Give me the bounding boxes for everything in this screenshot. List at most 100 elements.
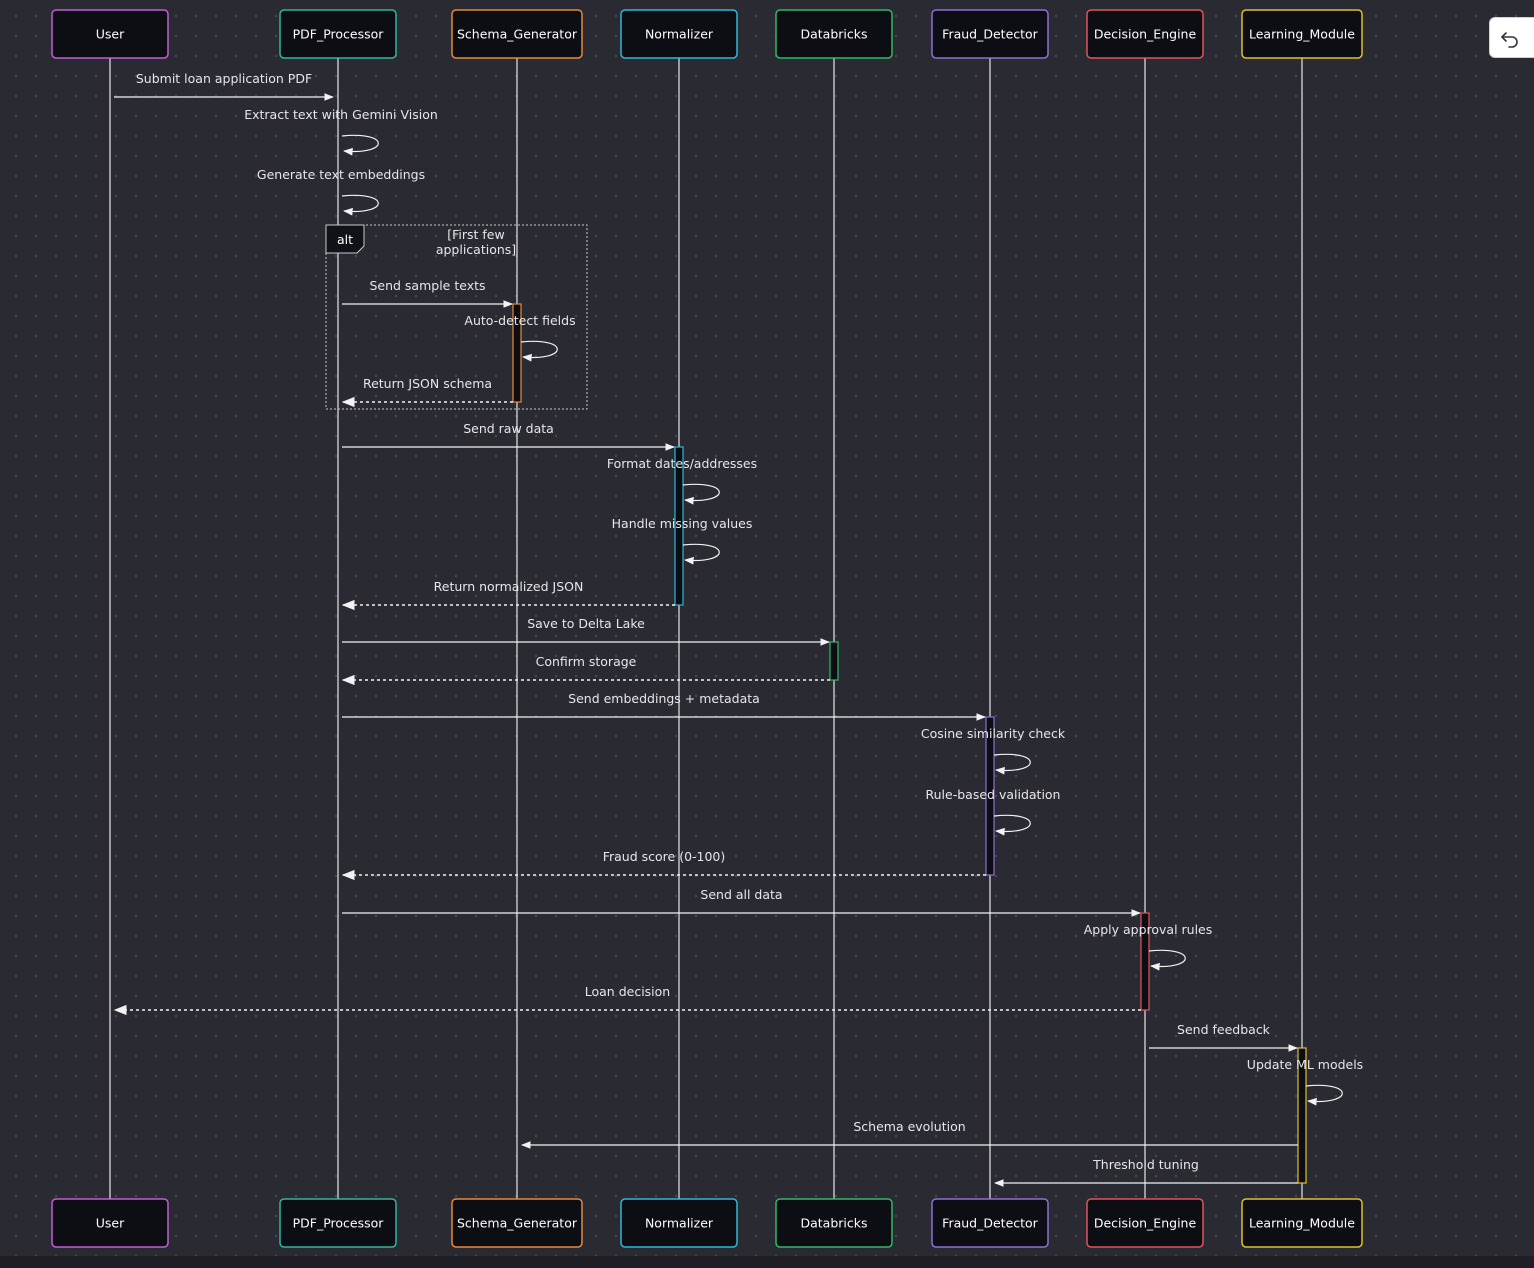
actor-box-norm-bottom[interactable]: Normalizer [620, 1198, 738, 1248]
actor-label: Fraud_Detector [942, 1216, 1039, 1231]
message-label: Submit loan application PDF [136, 71, 312, 86]
alt-tag-label: alt [337, 232, 353, 247]
actor-label: Normalizer [645, 27, 714, 42]
actor-box-fraud-top[interactable]: Fraud_Detector [931, 9, 1049, 59]
actor-label: User [96, 1216, 125, 1231]
message-22: Schema evolution [521, 1119, 1298, 1149]
message-label: Send sample texts [369, 278, 485, 293]
taskbar-strip [0, 1256, 1534, 1268]
self-message-arrow [682, 543, 720, 565]
message-label: Cosine similarity check [921, 726, 1066, 741]
message-label: Return normalized JSON [434, 579, 584, 594]
message-23: Threshold tuning [994, 1157, 1298, 1187]
message-label: Handle missing values [612, 516, 753, 531]
alt-frame-tag [325, 224, 365, 254]
message-label: Confirm storage [536, 654, 637, 669]
message-21: Update ML models [1247, 1057, 1363, 1106]
message-label: Generate text embeddings [257, 167, 425, 182]
self-message-arrow [682, 483, 720, 505]
message-4: Send sample texts [342, 278, 513, 308]
actor-box-learn-bottom[interactable]: Learning_Module [1241, 1198, 1363, 1248]
self-message-arrow [341, 194, 379, 216]
message-2: Extract text with Gemini Vision [244, 107, 438, 156]
alt-condition-line2: applications] [436, 242, 516, 257]
self-message-arrow [341, 134, 379, 156]
actor-box-user-bottom[interactable]: User [51, 1198, 169, 1248]
actor-label: Databricks [800, 1216, 867, 1231]
message-19: Loan decision [113, 984, 1141, 1016]
activation-bar-norm [674, 446, 684, 606]
message-label: Extract text with Gemini Vision [244, 107, 438, 122]
actor-label: Schema_Generator [457, 27, 578, 42]
actor-box-user-top[interactable]: User [51, 9, 169, 59]
message-17: Send all data [342, 887, 1141, 917]
message-9: Handle missing values [612, 516, 753, 565]
actor-label: Learning_Module [1249, 1216, 1355, 1231]
message-11: Save to Delta Lake [342, 616, 830, 646]
message-8: Format dates/addresses [607, 456, 757, 505]
actor-box-db-bottom[interactable]: Databricks [775, 1198, 893, 1248]
actor-label: Decision_Engine [1094, 1216, 1197, 1231]
actor-box-dec-top[interactable]: Decision_Engine [1086, 9, 1204, 59]
message-label: Send raw data [463, 421, 554, 436]
actor-label: PDF_Processor [293, 1216, 385, 1231]
self-message-arrow [993, 814, 1031, 836]
actor-box-learn-top[interactable]: Learning_Module [1241, 9, 1363, 59]
actor-label: Learning_Module [1249, 27, 1355, 42]
actor-box-pdf-bottom[interactable]: PDF_Processor [279, 1198, 397, 1248]
message-10: Return normalized JSON [341, 579, 675, 611]
message-12: Confirm storage [341, 654, 830, 686]
self-message-arrow [1148, 949, 1186, 971]
message-label: Format dates/addresses [607, 456, 757, 471]
undo-button[interactable] [1489, 17, 1534, 58]
undo-icon [1501, 32, 1518, 48]
alt-condition-line1: [First few [447, 227, 504, 242]
message-label: Loan decision [585, 984, 670, 999]
actor-box-dec-bottom[interactable]: Decision_Engine [1086, 1198, 1204, 1248]
activation-bar-db [829, 641, 839, 681]
message-label: Apply approval rules [1084, 922, 1213, 937]
actor-box-pdf-top[interactable]: PDF_Processor [279, 9, 397, 59]
actor-box-db-top[interactable]: Databricks [775, 9, 893, 59]
actor-label: User [96, 27, 125, 42]
message-label: Return JSON schema [363, 376, 492, 391]
actor-label: Normalizer [645, 1216, 714, 1231]
self-message-arrow [1305, 1084, 1343, 1106]
message-label: Send embeddings + metadata [568, 691, 760, 706]
actor-label: Fraud_Detector [942, 27, 1039, 42]
actor-box-schema-top[interactable]: Schema_Generator [451, 9, 583, 59]
message-20: Send feedback [1149, 1022, 1298, 1052]
message-15: Rule-based validation [926, 787, 1061, 836]
activation-bar-learn [1297, 1047, 1307, 1184]
message-1: Submit loan application PDF [114, 71, 334, 101]
self-message-arrow [993, 753, 1031, 775]
message-5: Auto-detect fields [464, 313, 576, 362]
message-label: Update ML models [1247, 1057, 1363, 1072]
message-14: Cosine similarity check [921, 726, 1066, 775]
activation-bar-fraud [985, 716, 995, 876]
actor-label: PDF_Processor [293, 27, 385, 42]
message-18: Apply approval rules [1084, 922, 1213, 971]
message-label: Rule-based validation [926, 787, 1061, 802]
message-label: Schema evolution [853, 1119, 965, 1134]
actor-box-norm-top[interactable]: Normalizer [620, 9, 738, 59]
activation-bar-dec [1140, 912, 1150, 1011]
message-3: Generate text embeddings [257, 167, 425, 216]
message-13: Send embeddings + metadata [342, 691, 986, 721]
actor-label: Decision_Engine [1094, 27, 1197, 42]
actor-box-schema-bottom[interactable]: Schema_Generator [451, 1198, 583, 1248]
message-label: Fraud score (0-100) [603, 849, 726, 864]
actor-box-fraud-bottom[interactable]: Fraud_Detector [931, 1198, 1049, 1248]
activation-bar-schema [512, 303, 522, 403]
message-label: Threshold tuning [1092, 1157, 1199, 1172]
message-label: Auto-detect fields [464, 313, 575, 328]
message-label: Save to Delta Lake [527, 616, 645, 631]
message-label: Send all data [700, 887, 782, 902]
message-7: Send raw data [342, 421, 675, 451]
message-label: Send feedback [1177, 1022, 1271, 1037]
message-16: Fraud score (0-100) [341, 849, 986, 881]
actor-label: Schema_Generator [457, 1216, 578, 1231]
self-message-arrow [520, 340, 558, 362]
